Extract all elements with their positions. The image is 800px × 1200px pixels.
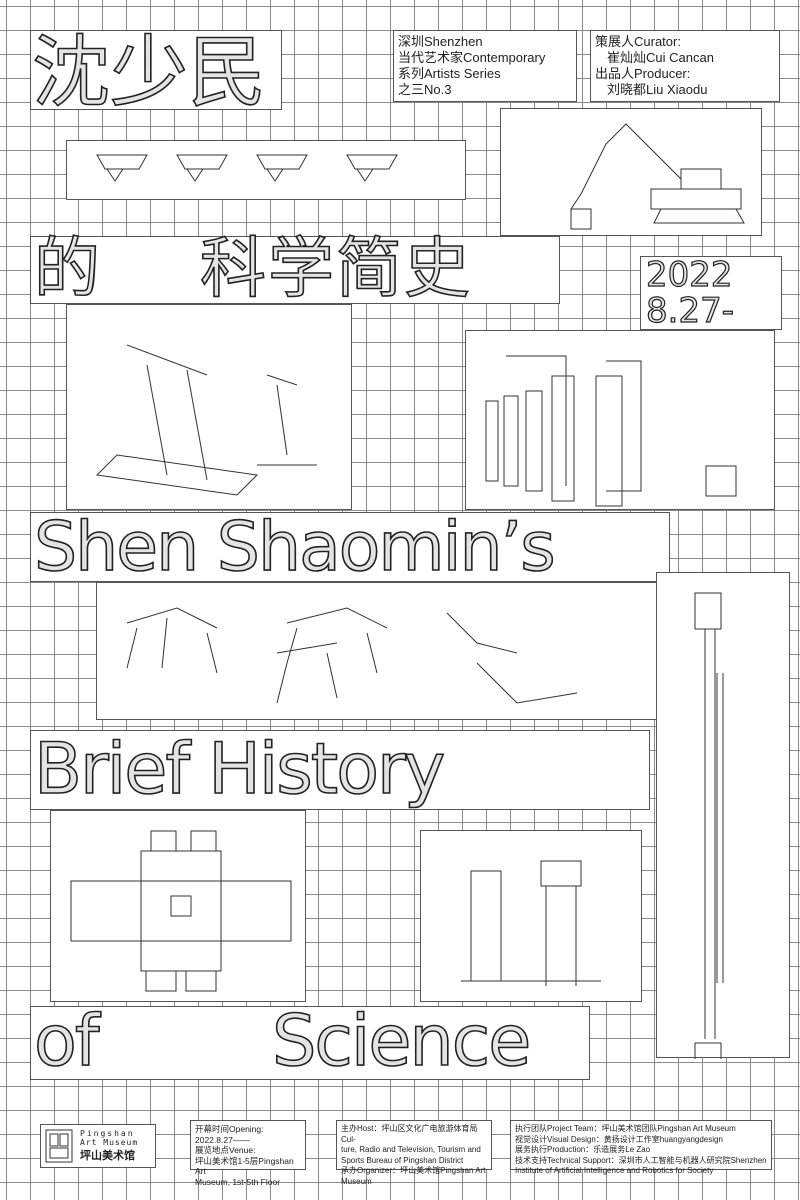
info-line: 技术支持Technical Support：深圳市人工智能与机器人研究院Shen… [515, 1155, 767, 1165]
info-line: Museum, 1st-5th Floor [195, 1176, 281, 1187]
info-line: Institute of Artificial Intelligence and… [515, 1166, 714, 1175]
info-line: 展务执行Production：乐造展务Le Zao [515, 1145, 651, 1154]
series-info: 深圳Shenzhen 当代艺术家Contemporary 系列Artists S… [393, 30, 577, 102]
robot-dogs-image [126, 607, 578, 704]
pumpjack-box [66, 304, 352, 510]
credits-info: 策展人Curator: 崔灿灿Cui Cancan 出品人Producer: 刘… [590, 30, 780, 102]
title-cn-box [30, 30, 282, 110]
artwork-strip [66, 140, 466, 200]
title-en-of: of [33, 1000, 100, 1082]
pumpjack-image [95, 344, 317, 496]
info-line: 视觉设计Visual Design：黄扬设计工作室huangyangdesign [515, 1134, 723, 1144]
info-line: ture, Radio and Television, Tourism and [341, 1145, 481, 1154]
title-cn-de: 的 [33, 230, 101, 307]
title-en-1-box [30, 512, 670, 582]
fan-rod-box [656, 572, 790, 1059]
fan-installation-image [461, 860, 601, 986]
curator-name: 崔灿灿Cui Cancan [607, 50, 714, 65]
info-line: 展览地点Venue: [195, 1145, 256, 1155]
info-line: 执行团队Project Team：坪山美术馆团队Pingshan Art Mus… [515, 1124, 736, 1133]
info-line: 承办Organizer：坪山美术馆Pingshan Art [341, 1166, 486, 1175]
air-conditioner-box [465, 330, 775, 510]
curator-label: 策展人Curator: [595, 34, 681, 49]
series-line: 当代艺术家Contemporary [398, 50, 546, 65]
fan-rod-image [694, 592, 724, 1059]
date-day: 8.27- [645, 291, 734, 331]
title-en-3-box [30, 1006, 590, 1080]
opening-info: 开幕时间Opening: 2022.8.27—— 展览地点Venue: 坪山美术… [190, 1120, 306, 1187]
museum-plan-box [50, 810, 306, 1002]
series-line: 之三No.3 [398, 82, 452, 97]
title-cn-line1: 沈少民 [31, 28, 267, 118]
excavator-image [570, 123, 745, 230]
logo-text-en: Pingshan [80, 1129, 135, 1138]
logo-text-cn: 坪山美术馆 [80, 1150, 135, 1162]
producer-label: 出品人Producer: [595, 66, 691, 81]
title-en-science: Science [271, 1000, 532, 1082]
museum-logo: Pingshan Art Museum 坪山美术馆 [40, 1124, 156, 1168]
info-line: 坪山美术馆1-5层Pingshan Art [195, 1155, 294, 1177]
museum-model-image [70, 830, 292, 992]
host-info: 主办Host：坪山区文化广电旅游体育局Cul- ture, Radio and … [336, 1120, 492, 1186]
team-info: 执行团队Project Team：坪山美术馆团队Pingshan Art Mus… [510, 1120, 772, 1175]
info-line: 开幕时间Opening: [195, 1124, 264, 1134]
series-line: 系列Artists Series [398, 66, 501, 81]
title-cn-2-box [30, 236, 560, 304]
producer-name: 刘晓都Liu Xiaodu [607, 82, 708, 97]
date-year: 2022 [645, 255, 733, 295]
info-line: 主办Host：坪山区文化广电旅游体育局Cul- [341, 1124, 478, 1144]
info-line: Museum [341, 1176, 372, 1186]
air-conditioners-image [485, 355, 737, 507]
title-en-2-box [30, 730, 650, 810]
title-cn-history: 科学简史 [199, 230, 472, 307]
title-en-line2: Brief History [33, 728, 446, 810]
logo-text-en: Art Museum [80, 1138, 139, 1147]
title-en-line1: Shen Shaomin’s [33, 508, 556, 587]
suspended-sculptures-image [96, 154, 398, 182]
series-line: 深圳Shenzhen [398, 34, 483, 49]
excavator-box [500, 108, 762, 236]
museum-logo-mark [45, 1129, 73, 1163]
date-box [640, 256, 782, 330]
robot-dogs-box [96, 582, 666, 720]
info-line: Sports Bureau of Pingshan District [341, 1155, 464, 1165]
fan-installation-box [420, 830, 642, 1002]
info-line: 2022.8.27—— [195, 1134, 250, 1145]
